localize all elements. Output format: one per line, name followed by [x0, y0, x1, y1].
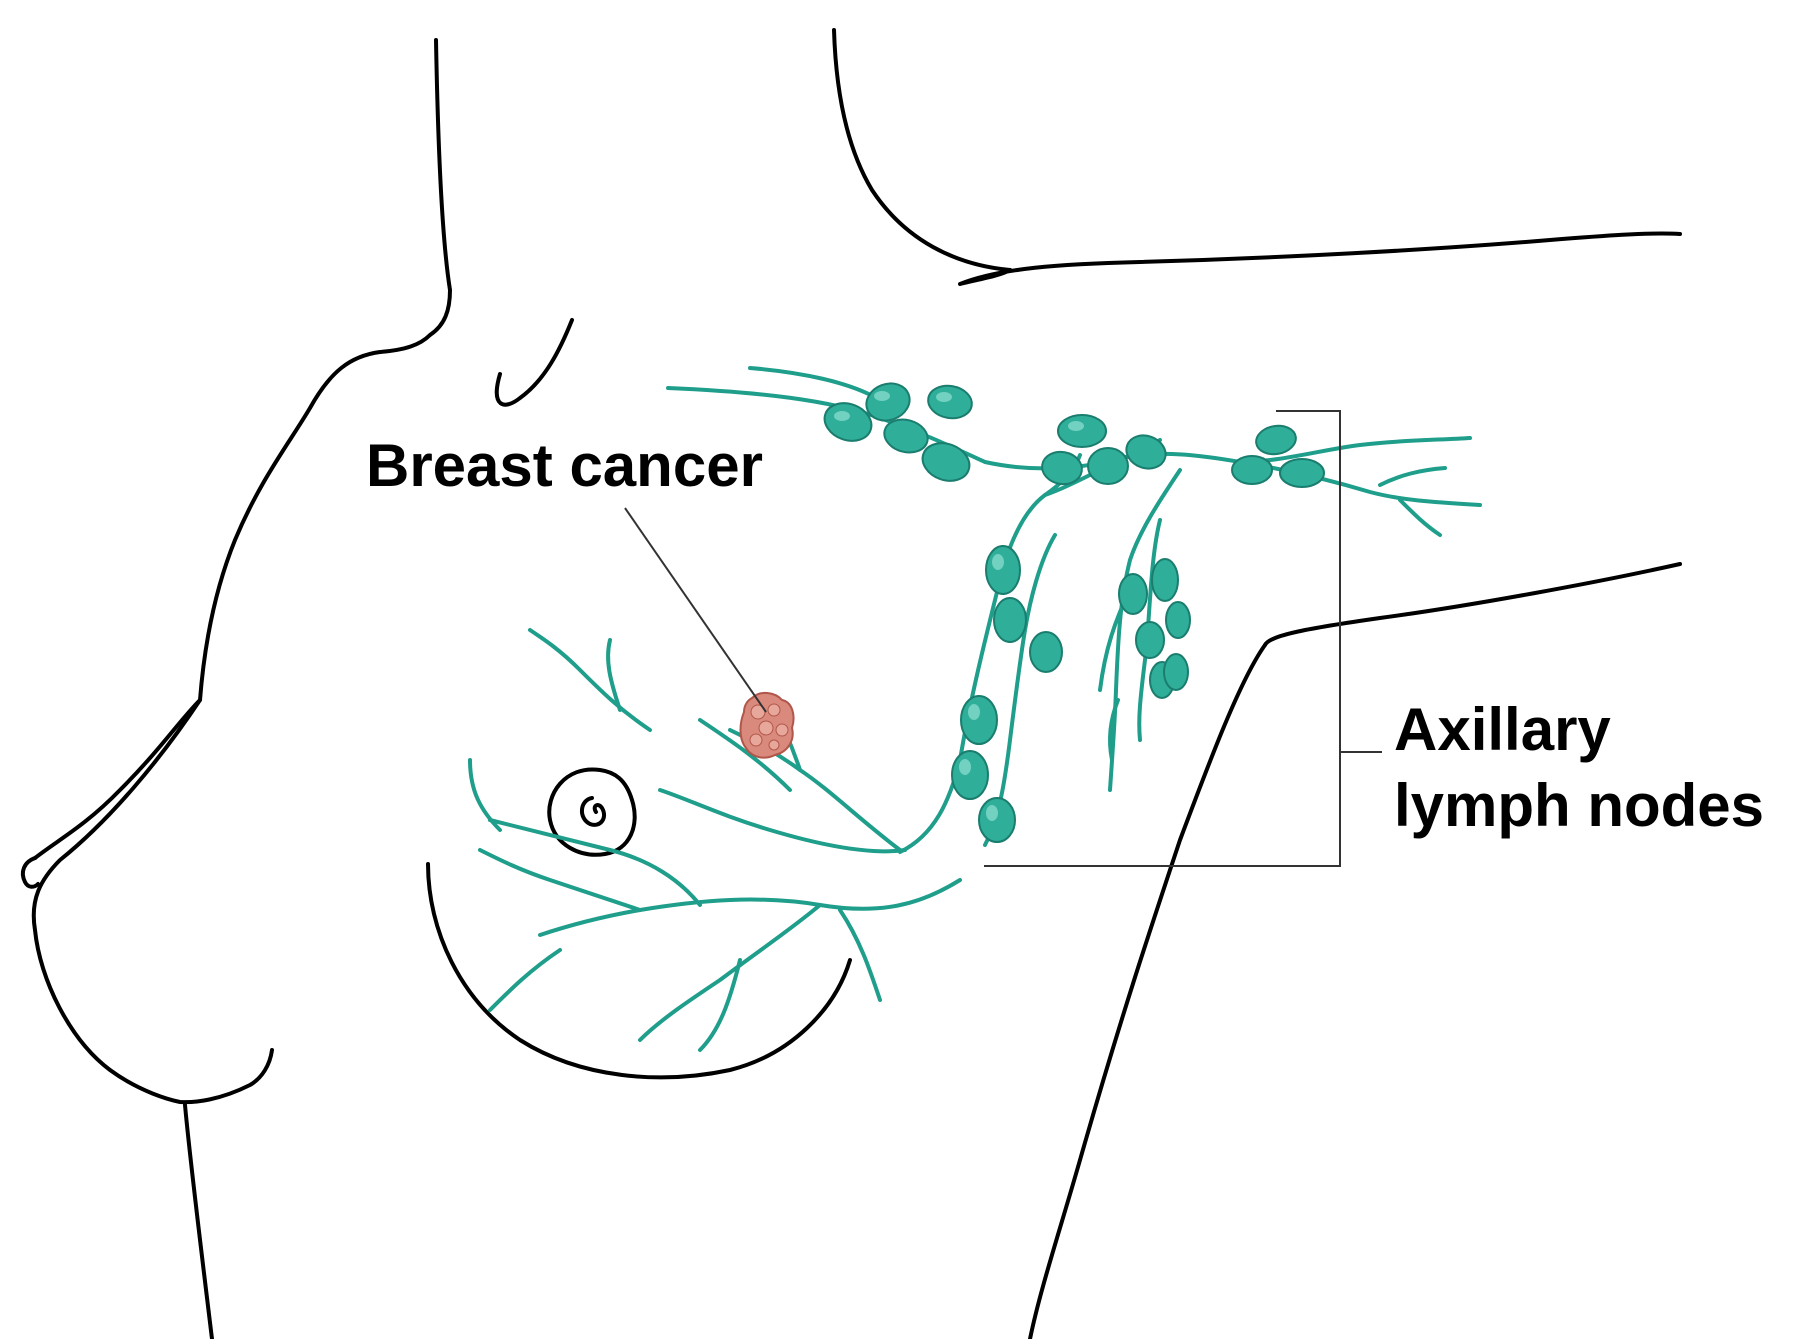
breast-lymph-vessel-8	[698, 718, 792, 792]
shoulder-contour	[33, 333, 432, 860]
left-breast-outline	[31, 698, 274, 1105]
lymph-node	[985, 545, 1021, 595]
lymph-node	[960, 695, 998, 745]
leader-lines	[624, 410, 1382, 867]
lateral-lymph-chain	[983, 533, 1057, 847]
lower-axillary-chain	[1108, 468, 1182, 792]
lymph-node	[1041, 450, 1083, 486]
lymph-node-highlights	[834, 391, 1084, 821]
breast-lymph-vessel-14	[468, 758, 502, 832]
axillary-label-line-1: Axillary	[1394, 696, 1611, 763]
breast-lymph-vessel-10	[488, 948, 562, 1012]
node-highlight	[936, 392, 952, 402]
lymph-node	[1118, 573, 1148, 615]
breast-lymph-vessel-1	[658, 788, 907, 854]
breast-lymph-vessel-7	[528, 628, 652, 732]
neck-left-line	[428, 38, 452, 337]
left-torso-line	[183, 1103, 214, 1341]
areola-outer	[547, 767, 637, 857]
tumor-leader-line	[624, 507, 767, 713]
lymph-node	[1087, 447, 1129, 485]
breast-lymph-vessel-5	[488, 818, 702, 907]
tumor-lobule	[767, 703, 781, 717]
node-highlight	[834, 411, 850, 421]
lymph-node	[883, 418, 929, 454]
tumor-lobule	[758, 720, 774, 736]
lymph-node	[1279, 458, 1325, 488]
tumor-lobule	[768, 739, 780, 751]
lymph-node	[1151, 558, 1179, 602]
breast-lymph-vessel-3	[538, 878, 962, 937]
tumor-mass	[739, 692, 795, 759]
lymph-node	[1125, 434, 1167, 470]
node-highlight	[959, 759, 971, 775]
lymph-node	[927, 384, 973, 420]
areola-inner	[580, 796, 607, 827]
lymph-node	[978, 797, 1016, 843]
torso-side-line	[1028, 643, 1267, 1341]
axillary-label-line-2: lymph nodes	[1394, 772, 1765, 839]
node-highlight	[968, 704, 980, 720]
lymph-node	[921, 442, 971, 482]
trapezius-line	[958, 231, 1682, 286]
clavicle-line	[494, 318, 574, 407]
lymph-node	[1231, 455, 1273, 485]
body-outline	[20, 28, 1682, 1341]
node-highlight	[1068, 421, 1084, 431]
node-highlight	[874, 391, 890, 401]
lymph-node	[993, 597, 1027, 643]
arm-underside	[1263, 562, 1682, 647]
axillary-bracket	[984, 410, 1341, 867]
lymph-node	[1029, 631, 1063, 673]
lymph-node	[1255, 424, 1297, 456]
breast-lymph-vessel-9	[606, 638, 622, 712]
breast-lymph-vessel-6	[478, 848, 642, 912]
lymph-node	[1165, 601, 1191, 639]
lymph-node	[1135, 621, 1165, 659]
node-highlight	[992, 554, 1004, 570]
node-highlight	[986, 805, 998, 821]
upper-branch-4	[1398, 498, 1442, 537]
left-nipple	[20, 856, 40, 889]
lateral-branch-2	[1108, 698, 1120, 762]
tumor-lobule	[775, 723, 789, 737]
neck-right-line	[832, 28, 1012, 272]
right-breast-outline	[426, 862, 852, 1080]
breast-cancer-label: Breast cancer	[360, 432, 769, 500]
lymph-node	[1057, 414, 1107, 448]
lymph-nodes	[823, 382, 1325, 843]
breast-lymph-vessel-13	[838, 908, 882, 1002]
upper-branch-3	[1378, 466, 1447, 487]
lymph-node	[1163, 653, 1189, 691]
lymph-node	[951, 750, 989, 800]
tumor-lobule	[749, 733, 763, 747]
breast-lymph-vessel-11	[698, 958, 742, 1052]
axillary-lymph-nodes-label: Axillary lymph nodes	[1394, 692, 1765, 844]
breast-lymph-vessel-4	[638, 903, 822, 1042]
